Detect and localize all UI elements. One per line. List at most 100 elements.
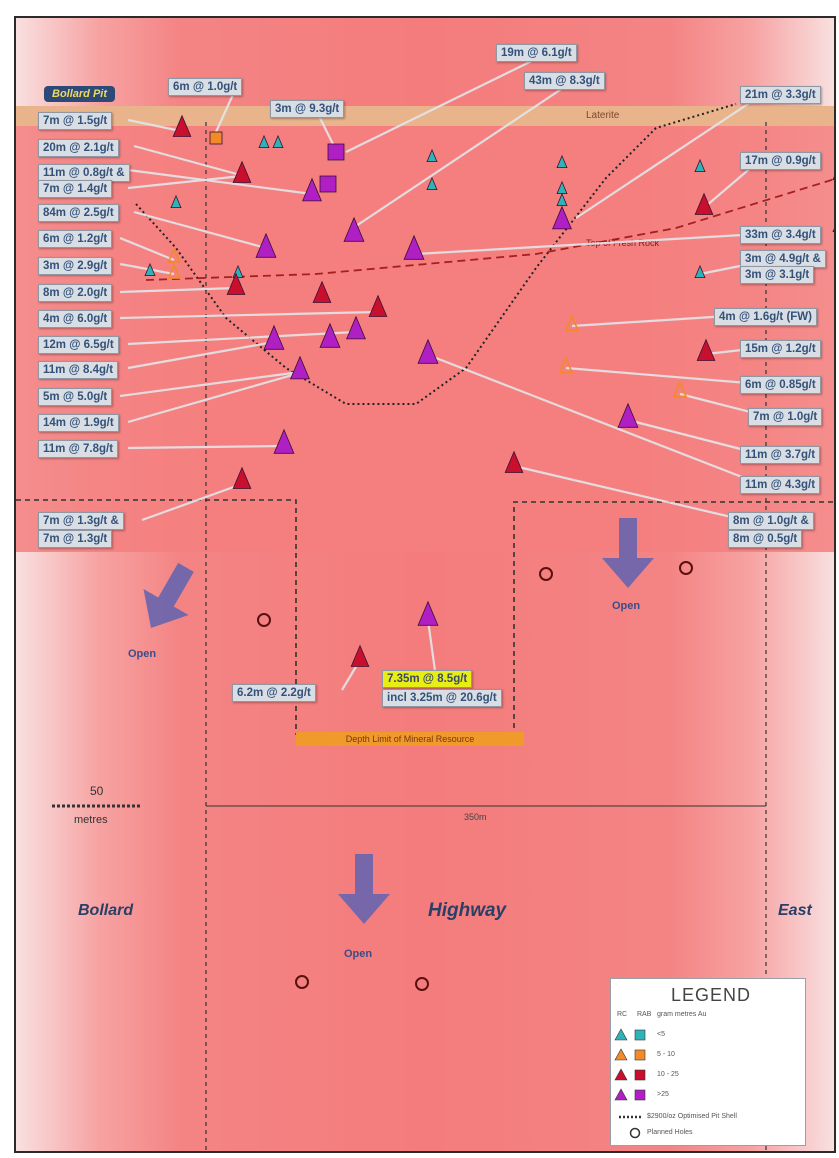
callout-leader-line [127, 372, 297, 424]
region-label-east: East [778, 902, 812, 919]
callout-c25: 7m @ 1.0g/t [748, 408, 823, 426]
callout-c33: 8m @ 0.5g/t [728, 530, 803, 548]
rab-square-purple [327, 143, 345, 161]
open-arrow-shape [602, 518, 654, 588]
rc-triangle-marker [273, 428, 295, 454]
callout-c31: 7m @ 1.3g/t [38, 530, 113, 548]
laterite-label: Laterite [586, 110, 620, 121]
rc-triangle-marker [290, 355, 310, 380]
distance-label: 350m [464, 812, 487, 822]
callout-leader-line [119, 262, 175, 276]
callout-c1: 6m @ 1.0g/t [168, 78, 243, 96]
callout-leader-line [127, 444, 285, 450]
planned-hole-circle [257, 613, 271, 627]
callout-c12: 6m @ 1.2g/t [38, 230, 113, 248]
legend-row-label-2: 10 - 25 [657, 1071, 679, 1078]
callout-c28: 11m @ 7.8g/t [38, 440, 119, 458]
planned-hole-circle [295, 975, 309, 989]
rc-triangle-marker [617, 402, 639, 428]
callout-c20: 12m @ 6.5g/t [38, 336, 119, 354]
rc-triangle-marker [556, 180, 568, 195]
rc-triangle-marker [258, 134, 270, 149]
callout-leader-line [355, 81, 573, 227]
scale-value: 50 [90, 784, 104, 798]
optimised-pit-shell [135, 103, 737, 405]
legend-box: LEGEND RC RAB gram metres Au <5 5 - 10 1… [610, 978, 806, 1146]
rc-triangle-marker [232, 264, 244, 279]
callout-c14: 33m @ 3.4g/t [740, 226, 821, 244]
callout-leader-line [571, 314, 729, 328]
rc-triangle-marker [558, 356, 574, 374]
callout-c26: 14m @ 1.9g/t [38, 414, 119, 432]
rc-triangle-marker [170, 194, 182, 209]
callout-c6: 7m @ 1.5g/t [38, 112, 113, 130]
legend-col-rc: RC [617, 1011, 628, 1018]
rc-triangle-marker [319, 322, 341, 348]
depth-limit-label: Depth Limit of Mineral Resource [296, 732, 524, 746]
rc-triangle-marker [504, 450, 524, 473]
legend-row-label-1: 5 - 10 [657, 1051, 675, 1058]
bollard-pit-label: Bollard Pit [44, 86, 116, 102]
rc-triangle-marker [564, 314, 580, 332]
callout-c3: 43m @ 8.3g/t [524, 72, 605, 90]
legend-planned-holes-label: Planned Holes [647, 1129, 693, 1136]
section-overlay: Top of Fresh Rock [16, 53, 834, 1151]
rc-triangle-marker [167, 246, 181, 263]
legend-rab-square [634, 1049, 646, 1061]
callout-leader-line [345, 53, 547, 153]
callout-c7: 20m @ 2.1g/t [38, 139, 119, 157]
callout-leader-line [141, 482, 243, 522]
rc-triangle-marker [172, 114, 192, 137]
callout-leader-line [119, 310, 377, 320]
rc-triangle-marker [312, 280, 332, 303]
callout-c22: 11m @ 8.4g/t [38, 361, 119, 379]
rc-triangle-marker [426, 176, 438, 191]
open-label-bottom: Open [344, 948, 373, 960]
callout-leader-line [127, 340, 275, 370]
callout-leader-line [119, 370, 301, 398]
rc-triangle-marker [556, 192, 568, 207]
callout-leader-line [133, 210, 267, 250]
rc-triangle-marker [696, 338, 716, 361]
callout-c23: 6m @ 0.85g/t [740, 376, 821, 394]
callout-c19: 4m @ 1.6g/t (FW) [714, 308, 817, 326]
callout-c27: 11m @ 3.7g/t [740, 446, 821, 464]
rc-triangle-marker [263, 324, 285, 350]
rc-triangle-marker [426, 148, 438, 163]
open-arrow-shape [143, 562, 194, 628]
legend-rc-triangle [614, 1068, 628, 1081]
legend-symbols [614, 1028, 646, 1139]
legend-title: LEGEND [671, 985, 752, 1005]
open-arrow-shape [338, 854, 390, 924]
rc-triangle-marker [832, 228, 834, 233]
callout-c24: 5m @ 5.0g/t [38, 388, 113, 406]
mineralised-zone [16, 122, 834, 552]
legend-rab-square [634, 1089, 646, 1101]
planned-hole-circle [539, 567, 553, 581]
rc-triangle-marker [232, 160, 252, 183]
legend-col-grade: gram metres Au [657, 1011, 707, 1018]
callout-leader-line [119, 236, 175, 262]
legend-rc-triangle [614, 1028, 628, 1041]
callout-c34: 6.2m @ 2.2g/t [232, 684, 316, 702]
rc-triangle-marker [832, 176, 834, 181]
rc-triangle-marker [552, 205, 572, 230]
callout-leader-line [426, 619, 438, 679]
rc-triangle-marker [694, 158, 706, 173]
legend-row-label-0: <5 [657, 1031, 665, 1038]
open-arrow-bottom [338, 854, 390, 924]
rab-square-orange [209, 131, 223, 145]
region-label-bollard: Bollard [78, 902, 134, 919]
rc-triangle-marker [343, 216, 365, 242]
cross-section-figure: Laterite Top of Fresh Rock Bollard Pit 6… [14, 16, 836, 1153]
callout-leader-line [133, 144, 245, 178]
rc-triangle-marker [232, 466, 252, 489]
callout-c4: 3m @ 9.3g/t [270, 100, 345, 118]
rc-triangle-marker [694, 264, 706, 279]
legend-row-label-3: >25 [657, 1091, 669, 1098]
callout-c18: 4m @ 6.0g/t [38, 310, 113, 328]
planned-hole-circle [679, 561, 693, 575]
callout-c35: 7.35m @ 8.5g/t [382, 670, 473, 688]
legend-rc-triangle [614, 1088, 628, 1101]
open-label-left: Open [128, 648, 157, 660]
